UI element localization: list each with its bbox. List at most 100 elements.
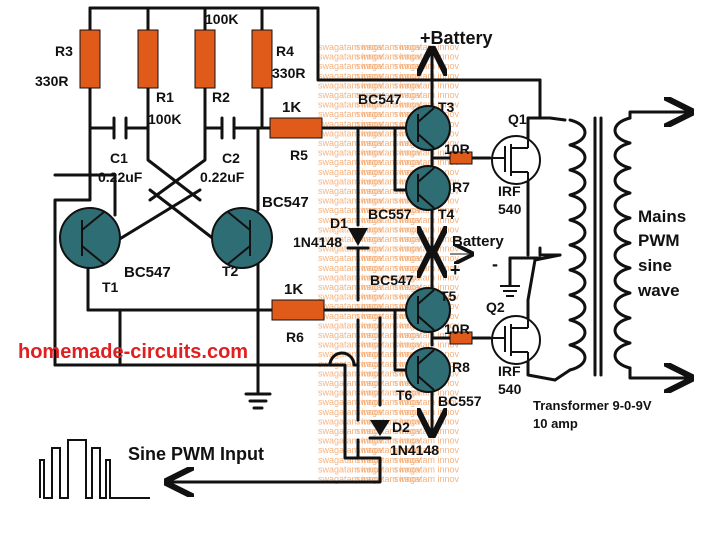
watermark-text: swagatam innov [356, 330, 422, 340]
r7-resistor [449, 151, 473, 165]
watermark-text: swagatam innov [318, 215, 384, 225]
d2-diode [368, 420, 392, 440]
transformer-label-1: Transformer 9-0-9V [533, 398, 652, 413]
d2-label: D2 [392, 419, 410, 435]
r6-label: R6 [286, 329, 304, 345]
d1-diode [346, 228, 370, 250]
r5-resistor [269, 117, 323, 139]
mains-label-2: PWM [638, 231, 680, 250]
r5-value: 1K [282, 99, 301, 116]
q1-label: Q1 [508, 111, 527, 127]
r2-resistor [194, 29, 216, 89]
mains-label-4: wave [637, 281, 680, 300]
t2-label: T2 [222, 263, 239, 279]
q1-mosfet [491, 135, 541, 185]
watermark-text: swagatam innov [356, 282, 422, 292]
watermark-text: swagatam innov [356, 234, 422, 244]
r4-resistor [251, 29, 273, 89]
c1-label: C1 [110, 150, 128, 166]
watermark-text: swagatam innov [356, 359, 422, 369]
mains-label-1: Mains [638, 207, 686, 226]
t1-transistor [59, 207, 121, 269]
q1-type-a: IRF [498, 183, 521, 199]
t2-type: BC547 [262, 194, 309, 211]
watermark-text: swagatam innov [394, 464, 460, 474]
watermark-text: swagatam innov [318, 119, 384, 129]
watermark-text: swagatam innov [356, 388, 422, 398]
watermark-text: swagatam innov [356, 397, 422, 407]
watermark-text: swagatam innov [394, 80, 460, 90]
watermark-text: swagatam innov [356, 368, 422, 378]
d1-type: 1N4148 [293, 234, 342, 250]
ground-icon [500, 285, 520, 297]
watermark-text: swagatam innov [318, 292, 384, 302]
watermark-text: swagatam innov [318, 263, 384, 273]
watermark-text: swagatam innov [318, 138, 384, 148]
labels: +Battery Battery + - R3 330R R1 100K R2 … [18, 11, 686, 464]
watermark-text: swagatam innov [356, 100, 422, 110]
t4-type: BC557 [368, 206, 412, 222]
ground-symbols [244, 285, 520, 410]
c2-label: C2 [222, 150, 240, 166]
t6-label: T6 [396, 387, 413, 403]
watermark-text: swagatam innov [318, 397, 384, 407]
watermark-text: swagatam innov [356, 445, 422, 455]
mosfets [491, 135, 541, 365]
c2-value: 0.22uF [200, 169, 245, 185]
watermark-text: swagatam innov [318, 282, 384, 292]
watermark-text: swagatam innov [394, 455, 460, 465]
watermark-text: swagatam innov [394, 100, 460, 110]
watermark-text: swagatam innov [318, 234, 384, 244]
watermark-text: swagatam innov [318, 388, 384, 398]
watermark-text: swagatam innov [318, 349, 384, 359]
q2-label: Q2 [486, 299, 505, 315]
watermark-text: swagatam innov [318, 71, 384, 81]
watermark-text: swagatam innov [356, 61, 422, 71]
watermark-text: swagatam innov [356, 311, 422, 321]
watermark-text: swagatam innov [318, 128, 384, 138]
t5-label: T5 [440, 288, 457, 304]
watermark-text: swagatam innov [318, 436, 384, 446]
watermark-text: swagatam innov [394, 157, 460, 167]
watermark-text: swagatam innov [318, 445, 384, 455]
watermark-text: swagatam innov [318, 359, 384, 369]
watermark-text: swagatam innov [356, 128, 422, 138]
ground-icon [244, 392, 272, 410]
watermark-text: swagatam innov [356, 215, 422, 225]
r2-value: 100K [205, 11, 238, 27]
watermark-text: swagatam innov [394, 330, 460, 340]
watermark-text: swagatam innov [356, 244, 422, 254]
pwm-waveform [39, 439, 150, 499]
r4-label: R4 [276, 43, 294, 59]
watermark-text: swagatam innov [318, 464, 384, 474]
r8-resistor [449, 331, 473, 345]
site-watermark: homemade-circuits.com [18, 341, 248, 363]
watermark-text: swagatam innov [356, 148, 422, 158]
watermark-text: swagatam innov [356, 196, 422, 206]
watermark-text: swagatam innov [318, 52, 384, 62]
r3-value: 330R [35, 73, 68, 89]
watermark-text: swagatam innov [318, 340, 384, 350]
watermark-text: swagatam innov [318, 407, 384, 417]
sine-pwm-input-label: Sine PWM Input [128, 444, 264, 464]
r6-resistor [271, 299, 325, 321]
d1-label: D1 [330, 215, 348, 231]
watermark-text: swagatam innov [356, 320, 422, 330]
watermark-text: swagatam innov [394, 61, 460, 71]
t5-transistor [405, 287, 451, 333]
r1-resistor [137, 29, 159, 89]
watermark-text: swagatam innov [356, 80, 422, 90]
watermark-text: swagatam innov [318, 205, 384, 215]
watermark-text: swagatam innov [356, 109, 422, 119]
watermark-text: swagatam innov [318, 90, 384, 100]
watermark-text: swagatam innov [356, 464, 422, 474]
t4-label: T4 [438, 206, 455, 222]
watermark-text: swagatam innov [318, 186, 384, 196]
r6-value: 1K [284, 281, 303, 298]
battery-label: Battery [452, 233, 504, 250]
watermark-text: swagatam innov [356, 426, 422, 436]
watermark-text: swagatam innov [318, 272, 384, 282]
r4-value: 330R [272, 65, 305, 81]
watermark-text: swagatam innov [356, 474, 422, 484]
watermark-text: swagatam innov [394, 397, 460, 407]
